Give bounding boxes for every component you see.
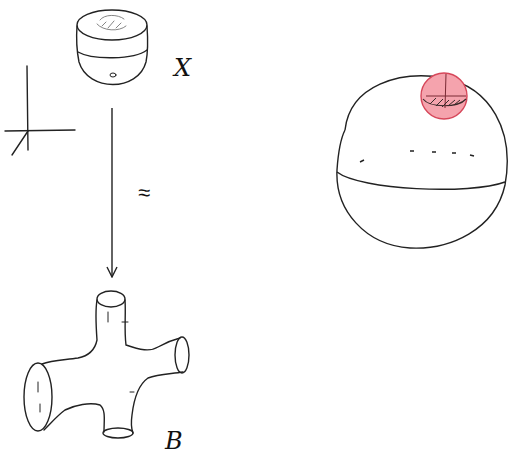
- shape-art: [24, 291, 189, 438]
- arm-end: [103, 428, 133, 438]
- red-disc: [421, 73, 467, 119]
- edge-label: ≈: [136, 182, 152, 204]
- sphere-equator: [337, 172, 505, 189]
- sphere-equator-back: [360, 151, 474, 162]
- arrow-connector: [111, 108, 112, 277]
- shape-outline: [15, 285, 215, 467]
- axes-cross: [5, 66, 75, 155]
- puck-seam: [78, 50, 147, 58]
- puck-top-mark: [97, 15, 126, 30]
- blob-object: B: [15, 285, 215, 467]
- arm-end: [175, 337, 189, 373]
- puck-body: [77, 26, 148, 85]
- arm-end: [24, 363, 52, 431]
- red-disc-hatch: [430, 98, 460, 107]
- axis-line: [27, 66, 28, 150]
- axis-line: [5, 130, 75, 131]
- red-disc-fill: [421, 73, 467, 119]
- shape-art: [77, 10, 148, 85]
- object-label: B: [165, 427, 183, 455]
- shape-outline: [70, 0, 195, 100]
- arm-end: [97, 291, 125, 307]
- axis-line: [12, 131, 28, 155]
- puck-top: [77, 10, 147, 40]
- blob-outline: [42, 300, 183, 433]
- object-label: X: [174, 54, 191, 82]
- puck-object: X: [70, 0, 195, 100]
- blob-mark: [38, 312, 134, 412]
- puck-hole: [110, 73, 116, 77]
- red-disc-cross: [426, 74, 466, 108]
